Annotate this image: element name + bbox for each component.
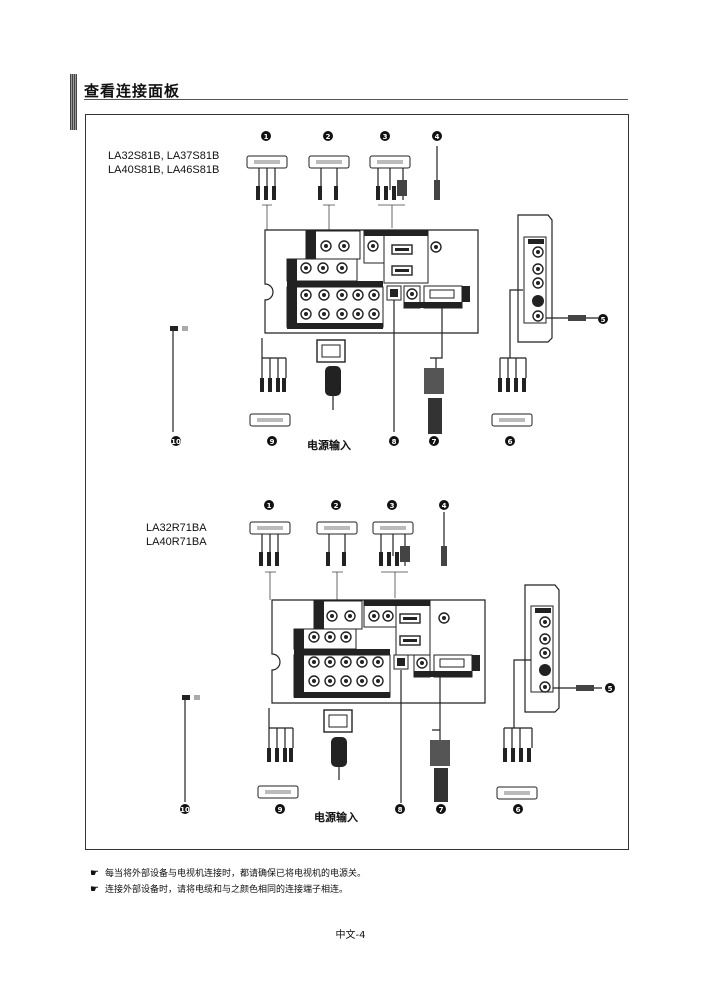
model-line: LA40S81B, LA46S81B [108,164,220,176]
note-1: ☛ 每当将外部设备与电视机连接时，都请确保已将电视机的电源关。 [90,866,366,879]
callout-3: 3 [387,500,397,510]
svg-text:5: 5 [608,685,613,693]
callout-8: 8 [395,804,405,814]
callout-7: 7 [429,436,439,446]
note-2: ☛ 连接外部设备时，请将电缆和与之颜色相同的连接端子相连。 [90,882,348,895]
callout-4: 4 [432,131,442,141]
svg-text:9: 9 [278,806,283,814]
page-title: 查看连接面板 [84,82,181,100]
callout-6: 6 [505,436,515,446]
svg-text:6: 6 [508,438,513,446]
callout-10: 10 [180,804,190,814]
model-line: LA32S81B, LA37S81B [108,150,220,162]
callout-9: 9 [275,804,285,814]
diagram-frame [85,114,629,850]
callout-1: 1 [264,500,274,510]
callouts-2: 1 2 3 4 5 6 7 8 9 10 [180,500,615,814]
model-line: LA40R71BA [146,536,207,548]
model-list-1: LA32S81B, LA37S81B LA40S81B, LA46S81B [108,149,219,177]
callout-3: 3 [380,131,390,141]
svg-text:8: 8 [392,438,397,446]
callout-10: 10 [171,436,181,446]
note-text: 连接外部设备时，请将电缆和与之颜色相同的连接端子相连。 [104,885,348,895]
callout-9: 9 [267,436,277,446]
svg-text:9: 9 [270,438,275,446]
header-bar [70,74,77,130]
callout-8: 8 [389,436,399,446]
svg-text:1: 1 [267,502,272,510]
diagram-1 [170,146,598,434]
callout-5: 5 [605,683,615,693]
callouts-1: 1 2 3 4 5 6 7 8 9 10 [171,131,608,446]
svg-text:4: 4 [435,133,440,141]
diagram-2 [182,512,602,803]
svg-text:5: 5 [601,316,606,324]
callout-2: 2 [323,131,333,141]
page-number: 中文-4 [335,930,366,941]
svg-text:3: 3 [390,502,395,510]
callout-6: 6 [513,804,523,814]
header-rule [84,99,628,100]
callout-2: 2 [331,500,341,510]
svg-text:4: 4 [442,502,447,510]
pointing-hand-icon: ☛ [90,884,99,895]
svg-text:1: 1 [264,133,269,141]
svg-text:6: 6 [516,806,521,814]
power-input-label-2: 电源输入 [314,811,358,824]
svg-text:2: 2 [334,502,339,510]
callout-4: 4 [439,500,449,510]
svg-text:2: 2 [326,133,331,141]
callout-7: 7 [436,804,446,814]
svg-text:7: 7 [439,806,444,814]
model-list-2: LA32R71BA LA40R71BA [146,521,207,549]
svg-text:10: 10 [180,806,190,814]
callout-5: 5 [598,314,608,324]
svg-text:10: 10 [171,438,181,446]
svg-text:3: 3 [383,133,388,141]
svg-text:8: 8 [398,806,403,814]
note-text: 每当将外部设备与电视机连接时，都请确保已将电视机的电源关。 [104,869,366,879]
model-line: LA32R71BA [146,522,207,534]
power-input-label-1: 电源输入 [307,439,351,452]
callout-1: 1 [261,131,271,141]
pointing-hand-icon: ☛ [90,868,99,879]
svg-text:7: 7 [432,438,437,446]
